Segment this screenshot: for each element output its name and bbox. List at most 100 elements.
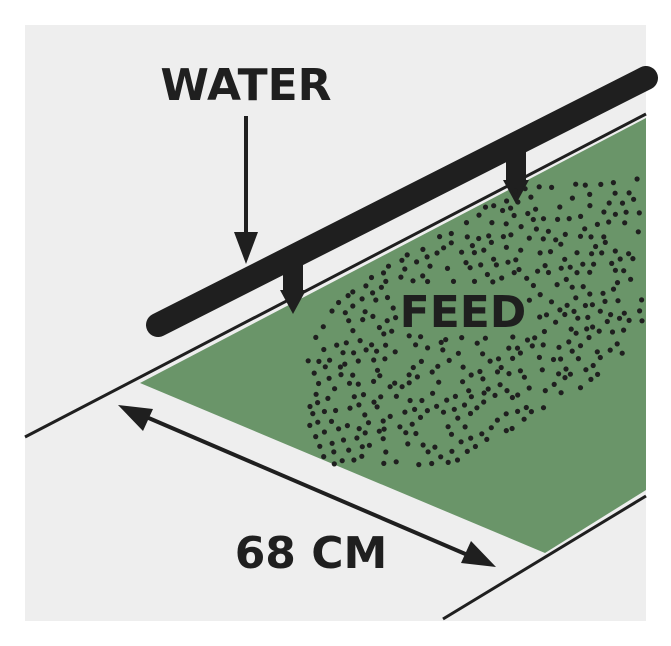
feed-pellet [574, 270, 580, 276]
feed-pellet [602, 239, 608, 245]
feed-pellet [612, 267, 619, 273]
feed-pellet [523, 404, 529, 411]
feed-pellet [610, 180, 617, 186]
feed-pellet [420, 246, 426, 252]
feed-pellet [307, 422, 313, 428]
feed-pellet [383, 449, 389, 455]
feed-pellet [488, 239, 494, 245]
feed-pellet [429, 369, 435, 375]
feed-pellet [315, 400, 321, 406]
feed-pellet [598, 181, 604, 187]
feed-pellet [350, 372, 356, 378]
feed-pellet [354, 435, 360, 441]
feed-pellet [313, 391, 319, 397]
feed-pellet [509, 394, 515, 401]
feed-pellet [468, 372, 474, 378]
feed-pellet [448, 431, 455, 437]
feed-pellet [595, 371, 601, 377]
feed-pellet [371, 399, 377, 405]
feed-pellet [503, 428, 509, 434]
feed-pellet [574, 250, 580, 256]
feed-pellet [357, 338, 363, 344]
feed-pellet [515, 392, 521, 398]
feed-pellet [384, 294, 391, 301]
feed-pellet [418, 334, 424, 340]
feed-pellet [636, 210, 642, 216]
feed-pellet [639, 297, 645, 303]
feed-pellet [514, 345, 521, 351]
feed-pellet [612, 248, 618, 254]
feed-pellet [562, 256, 568, 262]
feed-pellet [553, 237, 559, 243]
feed-pellet [556, 371, 562, 377]
feed-pellet [495, 356, 502, 362]
feed-pellet [540, 342, 546, 348]
feed-pellet [336, 299, 342, 306]
feed-pellet [614, 280, 621, 286]
feed-pellet [366, 442, 372, 448]
feed-pellet [404, 252, 410, 258]
feed-pellet [362, 430, 368, 436]
feed-pellet [371, 357, 377, 363]
feed-pellet [606, 200, 612, 206]
feed-pellet [329, 440, 335, 446]
feed-pellet [378, 394, 384, 400]
feed-pellet [628, 276, 634, 282]
feed-pellet [313, 334, 319, 340]
feed-pellet [548, 299, 555, 305]
feed-pellet [549, 184, 555, 190]
feed-pellet [339, 458, 345, 464]
feed-pellet [310, 411, 316, 417]
feed-pellet [556, 344, 562, 350]
feed-pellet [374, 348, 380, 354]
feed-pellet [601, 234, 607, 240]
feed-pellet [508, 232, 514, 238]
feed-pellet [454, 457, 461, 463]
feed-pellet [378, 284, 384, 290]
feed-pellet [345, 293, 351, 299]
feed-pellet [307, 403, 313, 410]
feed-pellets [305, 176, 645, 468]
feed-pellet [316, 358, 322, 364]
feed-pellet [392, 380, 398, 386]
feed-pellet [360, 392, 367, 398]
feed-pellet [533, 226, 540, 232]
feed-pellet [540, 216, 547, 222]
feed-pellet [437, 234, 443, 240]
feed-pellet [402, 409, 408, 415]
feed-pellet [585, 314, 591, 320]
feed-pellet [363, 347, 369, 353]
feed-pellet [503, 221, 509, 227]
feed-pellet [476, 235, 482, 242]
feed-pellet [340, 350, 346, 356]
feed-pellet [588, 376, 594, 382]
feed-pellet [476, 212, 482, 218]
feed-pellet [580, 284, 586, 290]
feed-pellet [480, 351, 486, 357]
feed-pellet [591, 261, 597, 267]
feed-pellet [545, 269, 552, 276]
feed-pellet [443, 337, 449, 343]
feed-pellet [612, 190, 618, 196]
feed-pellet [342, 310, 348, 316]
feed-pellet [373, 297, 379, 303]
feed-pellet [450, 278, 457, 284]
feed-pellet [351, 350, 357, 356]
feed-pellet [467, 265, 473, 271]
feed-pellet [621, 268, 627, 274]
feed-pellet [392, 349, 398, 355]
feed-pellet [484, 271, 490, 278]
feed-pellet [417, 414, 424, 420]
feed-pellet [586, 334, 592, 341]
feed-pellet [368, 274, 375, 281]
feed-pellet [412, 406, 418, 412]
feed-pellet [537, 250, 543, 256]
feed-pellet [370, 313, 376, 319]
feed-pellet [355, 358, 361, 364]
feed-pellet [449, 448, 455, 454]
feed-pellet [515, 199, 521, 205]
feed-pellet [346, 380, 353, 386]
feed-pellet [610, 286, 617, 292]
feed-pellet [550, 356, 557, 363]
feed-pellet [573, 295, 579, 301]
